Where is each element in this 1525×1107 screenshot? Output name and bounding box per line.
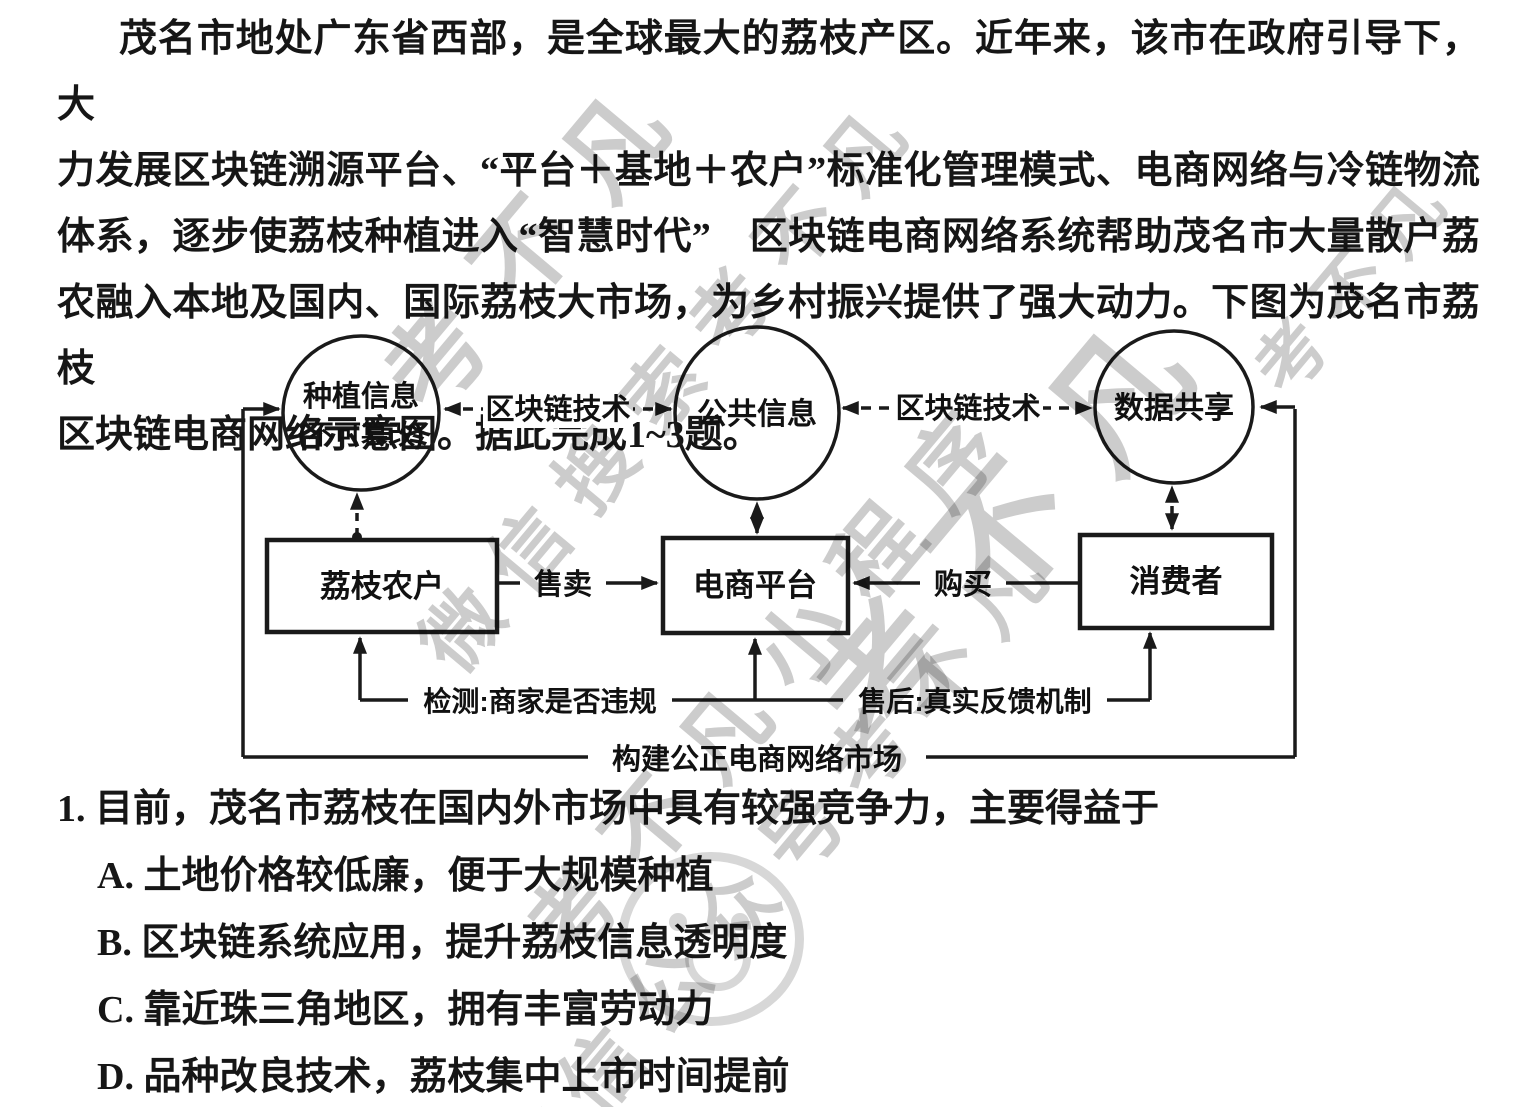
sell-label: 售卖: [534, 568, 592, 601]
data-sharing-label: 数据共享: [1114, 391, 1234, 425]
intro-line-2: 力发展区块链溯源平台、“平台＋基地＋农户”标准化管理模式、电商网络与冷链物流: [57, 150, 1480, 192]
question-1-option-b: B. 区块链系统应用，提升荔枝信息透明度: [97, 922, 788, 964]
question-1-stem: 1. 目前，茂名市荔枝在国内外市场中具有较强竞争力，主要得益于: [57, 788, 1160, 830]
planting-info-label-line2: (不可篡改): [298, 419, 424, 450]
planting-info-label-line1: 种植信息: [303, 379, 419, 413]
intro-line-3: 体系，逐步使荔枝种植进入“智慧时代” 区块链电商网络系统帮助茂名市大量散户荔: [57, 216, 1480, 258]
build-market-label: 构建公正电商网络市场: [612, 742, 902, 776]
blockchain-tech-label-right: 区块链技术: [895, 391, 1040, 425]
buy-label: 购买: [934, 567, 992, 601]
node-public-info: [673, 325, 841, 501]
farmers-to-planting-info-link: [350, 492, 364, 542]
ecommerce-platform-label: 电商平台: [693, 568, 817, 603]
intro-line-1: 茂名市地处广东省西部，是全球最大的荔枝产区。近年来，该市在政府引导下，大: [57, 18, 1480, 126]
lychee-farmers-label: 荔枝农户: [320, 569, 444, 604]
question-1: 1. 目前，茂名市荔枝在国内外市场中具有较强竞争力，主要得益于 A. 土地价格较…: [57, 776, 1480, 1107]
question-1-option-c: C. 靠近珠三角地区，拥有丰富劳动力: [97, 989, 714, 1031]
consumers-label: 消费者: [1130, 564, 1223, 599]
node-ecommerce-platform: [660, 535, 851, 636]
question-1-option-a: A. 土地价格较低廉，便于大规模种植: [97, 855, 714, 897]
intro-line-4: 农融入本地及国内、国际荔枝大市场，为乡村振兴提供了强大动力。下图为茂名市荔枝: [57, 282, 1480, 390]
aftersale-label: 售后:真实反馈机制: [858, 685, 1091, 717]
detect-label: 检测:商家是否违规: [423, 685, 656, 717]
intro-paragraph: 茂名市地处广东省西部，是全球最大的荔枝产区。近年来，该市在政府引导下，大 力发展…: [57, 6, 1480, 468]
intro-line-5: 区块链电商网络示意图。据此完成1~3题。: [57, 414, 761, 456]
node-data-sharing: [1093, 329, 1255, 485]
blockchain-tech-label-left: 区块链技术: [485, 392, 630, 426]
node-lychee-farmers: [264, 537, 500, 635]
node-planting-info: [281, 334, 441, 492]
node-consumers: [1077, 532, 1275, 631]
public-info-label: 公共信息: [697, 397, 817, 431]
question-1-option-d: D. 品种改良技术，荔枝集中上市时间提前: [97, 1056, 790, 1098]
